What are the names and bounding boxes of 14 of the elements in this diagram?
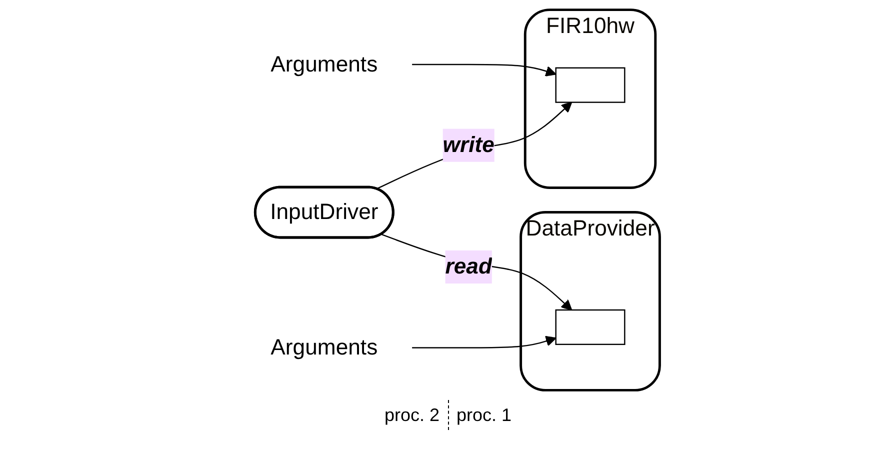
node-text: Arguments xyxy=(270,52,378,76)
arrow xyxy=(412,336,556,348)
node-box xyxy=(555,67,626,103)
arrow xyxy=(412,64,556,76)
node-text: Arguments xyxy=(270,334,378,360)
arrow xyxy=(381,234,572,310)
node-box xyxy=(555,309,626,345)
cluster: FIR10hw xyxy=(524,8,657,189)
process-label: proc. 2 xyxy=(383,404,440,426)
process-label: proc. 1 xyxy=(456,404,513,426)
arrow xyxy=(376,102,572,190)
edge-label: read xyxy=(445,254,492,279)
edge-label: write xyxy=(442,132,494,157)
cluster: DataProvider xyxy=(520,211,661,392)
